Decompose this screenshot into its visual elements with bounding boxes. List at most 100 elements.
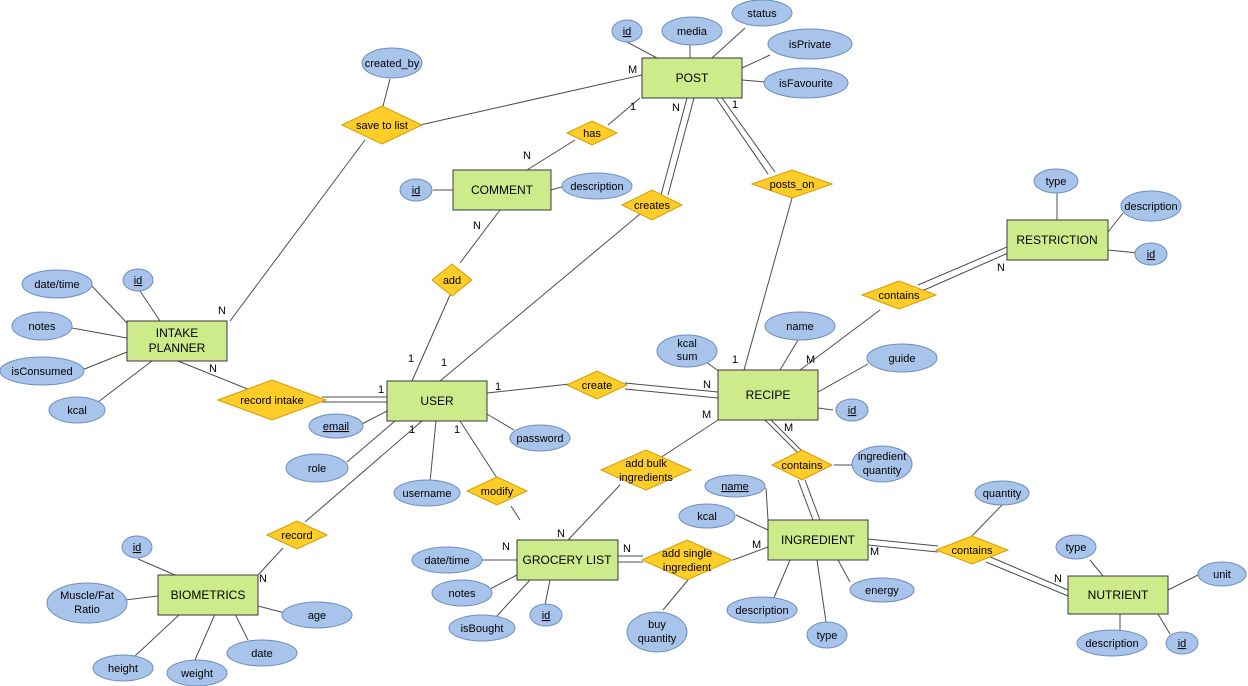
attr-grocery-isbought-label: isBought	[461, 623, 504, 635]
rel-record-intake[interactable]: record intake	[216, 379, 328, 421]
attr-recipe-guide[interactable]: guide	[866, 343, 938, 373]
attr-ingredient-type-label: type	[817, 630, 838, 642]
cardinality-labels: M 1 N 1 N N N N 1 1 1 1 1 1 1 M N M M N …	[209, 64, 1062, 585]
attr-post-isprivate[interactable]: isPrivate	[767, 28, 853, 60]
entity-intake-planner[interactable]: INTAKE PLANNER	[126, 320, 228, 362]
rel-contains-nutrient[interactable]: contains	[934, 535, 1010, 565]
attr-post-id[interactable]: id	[611, 19, 643, 43]
attr-buy-quantity[interactable]: buy quantity	[626, 611, 688, 653]
attr-comment-description[interactable]: description	[561, 172, 633, 200]
rel-contains-restriction-label: contains	[879, 290, 920, 302]
attr-post-isfavourite-label: isFavourite	[779, 78, 833, 90]
attr-ingredient-energy[interactable]: energy	[849, 577, 915, 603]
attr-bio-weight[interactable]: weight	[166, 659, 228, 686]
rel-save-to-list[interactable]: save to list	[340, 105, 424, 145]
attr-recipe-name[interactable]: name	[764, 311, 836, 341]
attr-nutrient-quantity-label: quantity	[983, 488, 1022, 500]
rel-has[interactable]: has	[565, 120, 619, 146]
attr-created-by[interactable]: created_by	[361, 47, 423, 79]
card-recipe-postson: 1	[732, 354, 738, 366]
rel-creates-label: creates	[634, 200, 671, 212]
rel-record[interactable]: record	[265, 520, 329, 550]
attr-bio-id[interactable]: id	[121, 535, 153, 559]
rel-modify[interactable]: modify	[465, 476, 529, 506]
entity-comment[interactable]: COMMENT	[452, 169, 552, 211]
entity-restriction[interactable]: RESTRICTION	[1006, 219, 1109, 261]
attr-bio-date[interactable]: date	[226, 639, 298, 667]
attr-nutrient-id[interactable]: id	[1165, 631, 1199, 655]
attr-planner-kcal-label: kcal	[67, 405, 87, 417]
attr-grocery-datetime[interactable]: date/time	[411, 546, 483, 574]
attr-ingredient-type[interactable]: type	[806, 621, 848, 649]
entity-ingredient[interactable]: INGREDIENT	[767, 519, 869, 561]
attr-ingredient-description[interactable]: description	[726, 596, 798, 624]
attr-nutrient-unit[interactable]: unit	[1197, 561, 1247, 587]
rel-contains-nutrient-label: contains	[952, 545, 993, 557]
attr-user-password[interactable]: password	[509, 424, 571, 452]
card-grocery-single: N	[623, 543, 631, 555]
attr-user-username[interactable]: username	[393, 479, 461, 507]
attr-user-role-label: role	[308, 463, 326, 475]
rel-add-bulk-ingredients[interactable]: add bulk ingredients	[599, 449, 693, 491]
attr-ingredient-name-label: name	[721, 481, 749, 493]
attr-recipe-kcal-sum-label-1: kcal	[677, 338, 697, 350]
rel-contains-restriction[interactable]: contains	[860, 280, 938, 310]
card-user-modify: 1	[454, 424, 460, 436]
attr-recipe-id[interactable]: id	[835, 398, 869, 422]
attr-planner-kcal[interactable]: kcal	[48, 396, 106, 424]
rel-contains-ingredient-label: contains	[782, 460, 823, 472]
attr-planner-datetime[interactable]: date/time	[21, 269, 93, 299]
entity-post[interactable]: POST	[641, 57, 743, 99]
card-ingredient-single: M	[752, 539, 761, 551]
rel-add[interactable]: add	[431, 263, 473, 297]
entity-user[interactable]: USER	[386, 380, 488, 422]
entity-recipe-label: RECIPE	[746, 388, 791, 402]
attr-grocery-isbought[interactable]: isBought	[448, 614, 516, 642]
attr-post-isprivate-label: isPrivate	[789, 39, 831, 51]
rel-creates[interactable]: creates	[620, 189, 684, 221]
attr-ingredient-kcal[interactable]: kcal	[678, 503, 736, 529]
rel-contains-ingredient[interactable]: contains	[770, 449, 834, 481]
rel-posts-on[interactable]: posts_on	[750, 169, 834, 199]
attr-planner-notes-label: notes	[29, 321, 56, 333]
entity-nutrient[interactable]: NUTRIENT	[1067, 575, 1169, 615]
rel-add-single-ingredient[interactable]: add single ingredient	[640, 539, 734, 581]
attr-user-role[interactable]: role	[285, 453, 349, 483]
attr-planner-isconsumed[interactable]: isConsumed	[0, 356, 85, 386]
attr-restriction-type[interactable]: type	[1033, 168, 1079, 194]
rel-add-bulk-label-2: ingredients	[619, 472, 673, 484]
attr-ingredient-quantity[interactable]: ingredient quantity	[851, 445, 913, 483]
attr-bio-height[interactable]: height	[92, 654, 154, 682]
card-grocery-modify: N	[502, 541, 510, 553]
attr-post-isfavourite[interactable]: isFavourite	[763, 67, 849, 99]
attr-ingredient-name[interactable]: name	[704, 474, 766, 498]
attr-grocery-notes[interactable]: notes	[431, 579, 493, 607]
attr-bio-age[interactable]: age	[281, 601, 353, 629]
attr-restriction-id[interactable]: id	[1134, 242, 1168, 266]
attr-comment-id[interactable]: id	[399, 178, 433, 202]
entity-biometrics[interactable]: BIOMETRICS	[157, 574, 259, 616]
attr-recipe-kcal-sum[interactable]: kcal sum	[656, 334, 718, 368]
attr-user-password-label: password	[516, 433, 563, 445]
entity-recipe[interactable]: RECIPE	[717, 369, 819, 421]
attr-nutrient-type[interactable]: type	[1055, 534, 1097, 560]
entity-grocery-list[interactable]: GROCERY LIST	[516, 539, 619, 581]
attr-restriction-description[interactable]: description	[1120, 190, 1182, 222]
rel-create[interactable]: create	[565, 370, 629, 400]
attr-bio-date-label: date	[251, 648, 272, 660]
card-user-add: 1	[408, 353, 414, 365]
attr-nutrient-quantity[interactable]: quantity	[974, 480, 1030, 506]
attr-post-media[interactable]: media	[661, 16, 723, 46]
attr-planner-id[interactable]: id	[122, 268, 154, 292]
rel-posts-on-label: posts_on	[770, 179, 815, 191]
entity-grocery-list-label: GROCERY LIST	[523, 553, 613, 567]
attr-ingredient-quantity-label-2: quantity	[863, 465, 902, 477]
attr-bio-muscle-fat-ratio[interactable]: Muscle/Fat Ratio	[46, 582, 128, 624]
attr-planner-notes[interactable]: notes	[11, 311, 73, 341]
attr-grocery-id[interactable]: id	[529, 603, 563, 627]
rel-record-intake-label: record intake	[240, 395, 304, 407]
attr-post-status[interactable]: status	[731, 0, 793, 27]
attr-nutrient-description[interactable]: description	[1076, 629, 1148, 657]
attr-user-email[interactable]: email	[308, 413, 364, 439]
